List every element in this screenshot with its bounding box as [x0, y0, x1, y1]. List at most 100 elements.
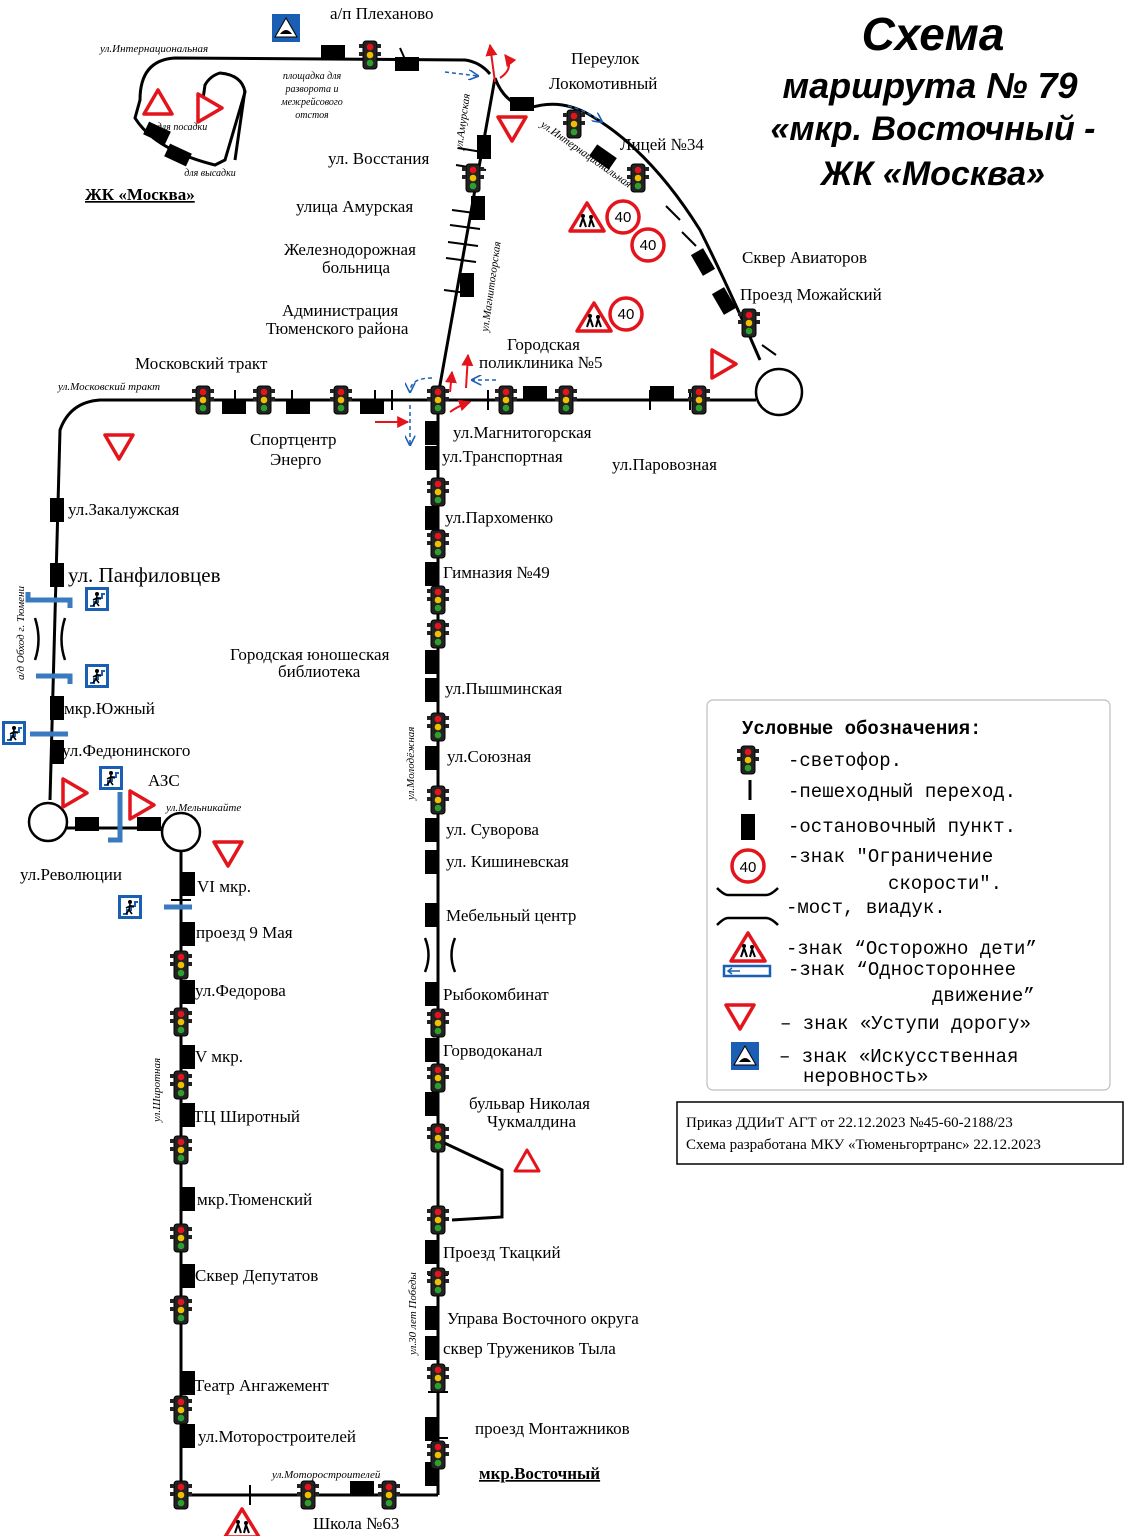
svg-text:а/д Обход г. Тюмени: а/д Обход г. Тюмени — [15, 586, 27, 680]
svg-text:ул.30 лет Победы: ул.30 лет Победы — [407, 1272, 419, 1356]
stop-labels: а/п Плеханово Переулок Локомотивный Лице… — [20, 4, 882, 1533]
svg-text:ул.Амурская: ул.Амурская — [453, 93, 473, 152]
svg-text:ул.Интернациональная: ул.Интернациональная — [537, 118, 633, 190]
svg-text:ул.Федюнинского: ул.Федюнинского — [62, 741, 190, 760]
svg-text:-знак “Осторожно дети”: -знак “Осторожно дети” — [786, 938, 1037, 960]
svg-text:ТЦ Широтный: ТЦ Широтный — [193, 1107, 300, 1126]
svg-text:Схема разработана МКУ «Тюменьг: Схема разработана МКУ «Тюменьгортранс» 2… — [686, 1137, 1041, 1153]
svg-text:Локомотивный: Локомотивный — [549, 74, 657, 93]
speed-values: 40 40 40 — [615, 209, 657, 323]
title-line4: ЖК «Москва» — [819, 155, 1045, 193]
svg-text:библиотека: библиотека — [278, 662, 361, 681]
svg-text:отстоя: отстоя — [295, 110, 329, 121]
svg-text:ул.Революции: ул.Революции — [20, 865, 122, 884]
title-line1: Схема — [862, 8, 1005, 60]
svg-text:ул.Широтная: ул.Широтная — [151, 1058, 163, 1123]
svg-text:для высадки: для высадки — [184, 168, 236, 179]
svg-text:сквер Тружеников Тыла: сквер Тружеников Тыла — [443, 1339, 616, 1358]
title-line3: «мкр. Восточный - — [771, 110, 1096, 148]
svg-text:Рыбокомбинат: Рыбокомбинат — [443, 985, 549, 1004]
svg-text:Городская юношеская: Городская юношеская — [230, 645, 390, 664]
svg-text:40: 40 — [615, 209, 632, 226]
svg-text:а/п Плеханово: а/п Плеханово — [330, 4, 434, 23]
svg-text:ул.Молодёжная: ул.Молодёжная — [405, 727, 417, 801]
svg-text:проезд 9 Мая: проезд 9 Мая — [196, 923, 293, 942]
svg-text:мкр.Тюменский: мкр.Тюменский — [197, 1190, 312, 1209]
svg-text:V мкр.: V мкр. — [195, 1047, 243, 1066]
svg-text:ул.Паровозная: ул.Паровозная — [612, 455, 717, 474]
svg-text:ЖК «Москва»: ЖК «Москва» — [85, 185, 195, 204]
turn-arrows — [375, 43, 602, 445]
svg-text:40: 40 — [740, 859, 757, 876]
svg-text:ул. Кишиневская: ул. Кишиневская — [446, 852, 569, 871]
svg-text:ул.Транспортная: ул.Транспортная — [442, 447, 563, 466]
svg-text:-светофор.: -светофор. — [788, 750, 902, 772]
title-line2: маршрута № 79 — [782, 65, 1077, 106]
svg-text:разворота и: разворота и — [285, 84, 339, 95]
svg-text:неровность»: неровность» — [803, 1066, 928, 1088]
svg-text:для посадки: для посадки — [157, 122, 207, 133]
svg-text:Энерго: Энерго — [270, 450, 321, 469]
svg-text:Проезд Ткацкий: Проезд Ткацкий — [443, 1243, 561, 1262]
svg-text:-остановочный пункт.: -остановочный пункт. — [788, 816, 1016, 838]
svg-text:-пешеходный переход.: -пешеходный переход. — [788, 781, 1016, 803]
svg-text:АЗС: АЗС — [148, 771, 180, 790]
svg-text:Школа №63: Школа №63 — [313, 1514, 399, 1533]
svg-text:Сквер Депутатов: Сквер Депутатов — [195, 1266, 318, 1285]
svg-text:улица Амурская: улица Амурская — [296, 197, 413, 216]
zone-notes: площадка для разворота и межрейсового от… — [157, 71, 343, 179]
svg-text:мкр.Южный: мкр.Южный — [64, 699, 155, 718]
svg-text:Гимназия №49: Гимназия №49 — [443, 563, 550, 582]
svg-text:Мебельный центр: Мебельный центр — [446, 906, 576, 925]
order-box: Приказ ДДИиТ АГТ от 22.12.2023 №45-60-21… — [676, 1101, 1124, 1165]
svg-text:больница: больница — [322, 258, 390, 277]
svg-text:ул. Восстания: ул. Восстания — [328, 149, 429, 168]
svg-text:скорости".: скорости". — [888, 873, 1002, 895]
svg-text:ул.Интернациональная: ул.Интернациональная — [99, 43, 208, 55]
svg-text:площадка для: площадка для — [283, 71, 342, 82]
svg-text:ул.Моторостроителей: ул.Моторостроителей — [198, 1427, 356, 1446]
svg-text:Администрация: Администрация — [282, 301, 398, 320]
svg-text:Условные обозначения:: Условные обозначения: — [742, 718, 981, 740]
svg-text:Спортцентр: Спортцентр — [250, 430, 337, 449]
svg-text:Тюменского района: Тюменского района — [266, 319, 409, 338]
svg-text:проезд Монтажников: проезд Монтажников — [475, 1419, 630, 1438]
stop-markers — [50, 45, 737, 1495]
one-way-roads — [25, 592, 192, 910]
svg-text:-знак “Одностороннее: -знак “Одностороннее — [788, 959, 1016, 981]
svg-text:межрейсового: межрейсового — [280, 97, 343, 108]
svg-text:Проезд Можайский: Проезд Можайский — [740, 285, 882, 304]
svg-text:Театр Ангажемент: Театр Ангажемент — [194, 1376, 329, 1395]
svg-text:Приказ ДДИиТ АГТ от 22.12.2023: Приказ ДДИиТ АГТ от 22.12.2023 №45-60-21… — [686, 1115, 1013, 1131]
svg-text:Городская: Городская — [507, 335, 580, 354]
svg-text:Чукмалдина: Чукмалдина — [487, 1112, 576, 1131]
bridges — [33, 617, 457, 973]
svg-text:Сквер Авиаторов: Сквер Авиаторов — [742, 248, 867, 267]
svg-text:ул.Моторостроителей: ул.Моторостроителей — [271, 1469, 381, 1481]
svg-text:ул.Мельникайте: ул.Мельникайте — [165, 802, 241, 814]
svg-text:ул.Закалужская: ул.Закалужская — [68, 500, 180, 519]
svg-text:Горводоканал: Горводоканал — [443, 1041, 543, 1060]
svg-text:ул. Суворова: ул. Суворова — [446, 820, 539, 839]
svg-text:ул.Федорова: ул.Федорова — [195, 981, 286, 1000]
svg-text:ул. Панфиловцев: ул. Панфиловцев — [68, 563, 221, 587]
svg-text:40: 40 — [640, 237, 657, 254]
svg-text:Московский тракт: Московский тракт — [135, 354, 268, 373]
svg-text:– знак «Искусственная: – знак «Искусственная — [779, 1046, 1018, 1068]
svg-text:ул.Пархоменко: ул.Пархоменко — [445, 508, 553, 527]
svg-text:VI мкр.: VI мкр. — [197, 877, 251, 896]
title-block: Схема маршрута № 79 «мкр. Восточный - ЖК… — [771, 8, 1096, 193]
svg-text:бульвар Николая: бульвар Николая — [469, 1094, 590, 1113]
svg-text:Переулок: Переулок — [571, 49, 640, 68]
svg-text:ул.Магнитогорская: ул.Магнитогорская — [453, 423, 592, 442]
svg-text:ул.Пышминская: ул.Пышминская — [445, 679, 562, 698]
svg-text:ул.Магнитогорская: ул.Магнитогорская — [479, 241, 504, 334]
legend: Условные обозначения: -светофор. -пешехо… — [706, 699, 1111, 1091]
svg-text:Управа Восточного округа: Управа Восточного округа — [447, 1309, 639, 1328]
svg-text:мкр.Восточный: мкр.Восточный — [479, 1464, 600, 1483]
svg-text:Железнодорожная: Железнодорожная — [284, 240, 416, 259]
svg-text:ул.Союзная: ул.Союзная — [447, 747, 531, 766]
svg-text:-мост, виадук.: -мост, виадук. — [786, 897, 946, 919]
svg-text:поликлиника №5: поликлиника №5 — [479, 353, 603, 372]
